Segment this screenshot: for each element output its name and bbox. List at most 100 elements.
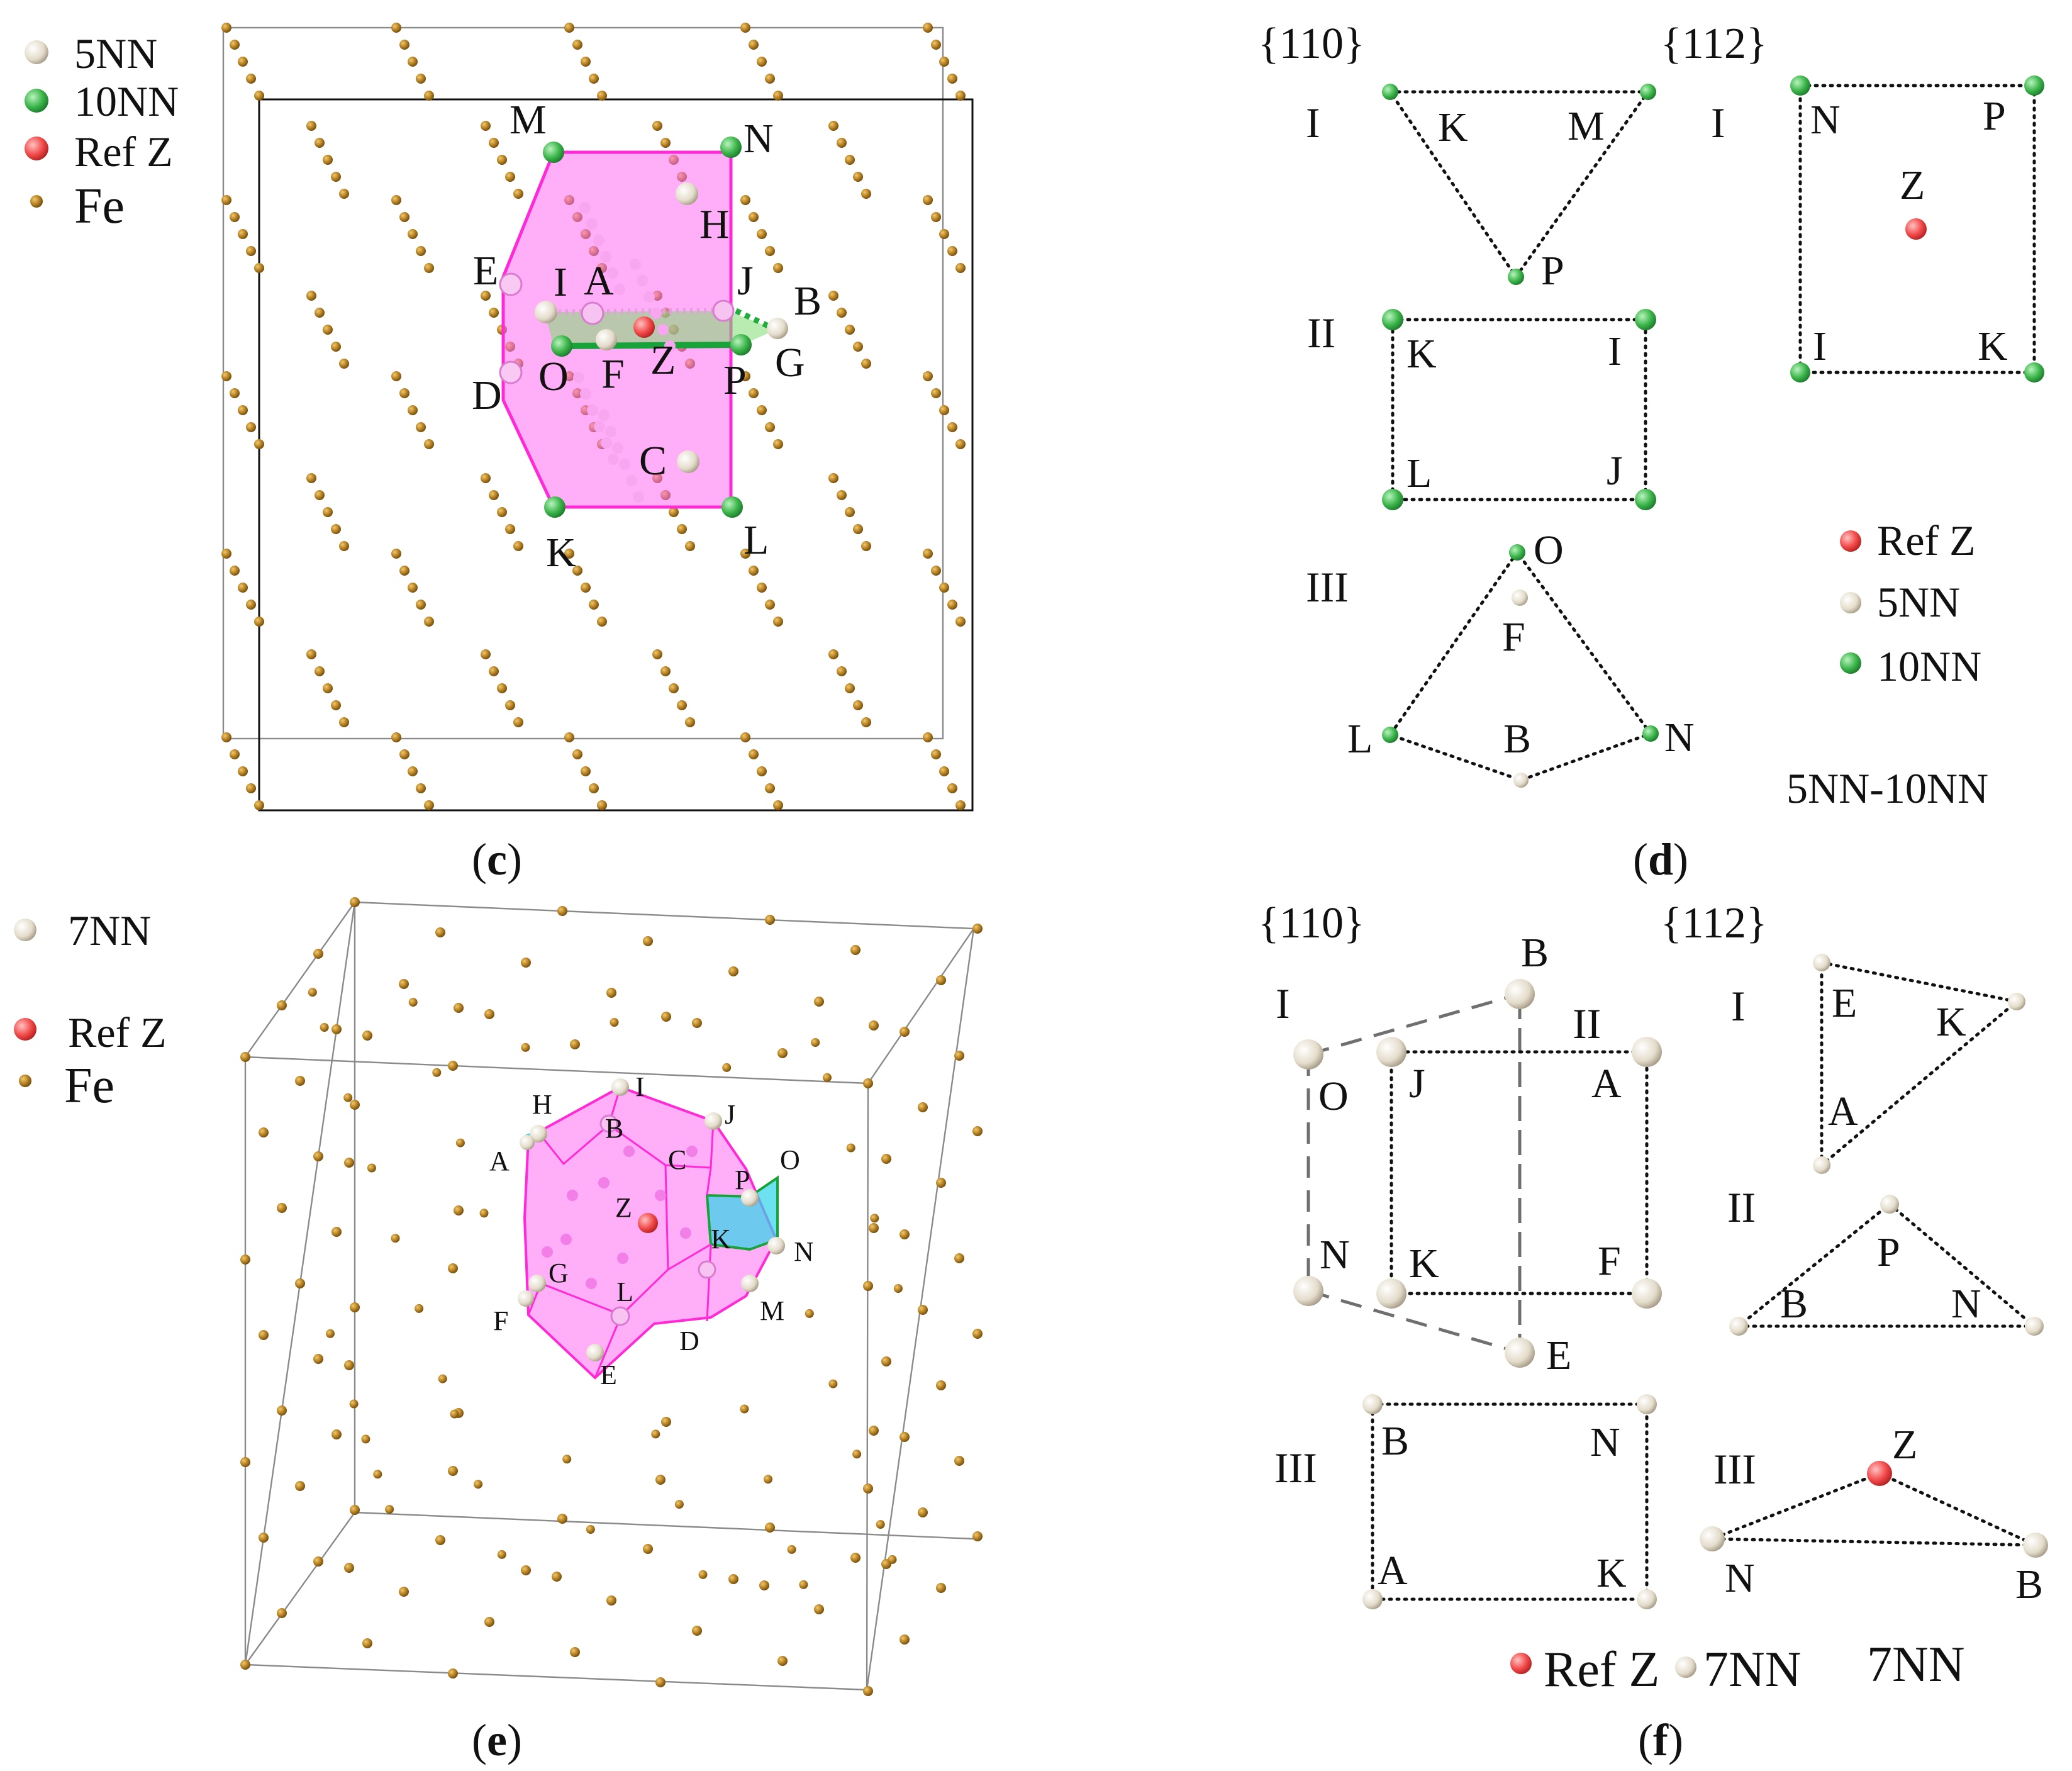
fe-atom <box>765 74 775 84</box>
fe-atom <box>513 189 523 199</box>
caption-e: (e) <box>472 1715 522 1765</box>
fe-atom <box>610 1018 619 1027</box>
fe-atom <box>259 1127 269 1137</box>
cell-e-edge-back-left <box>245 1512 355 1665</box>
fe-atom <box>221 371 231 381</box>
label-d3-f: F <box>1502 614 1525 660</box>
fe-atom <box>295 1481 305 1491</box>
fe-atom <box>740 371 750 381</box>
label-e-h: H <box>532 1089 552 1120</box>
fe-atom <box>923 195 933 205</box>
fe-atom <box>757 229 767 239</box>
inner-atom <box>598 410 610 421</box>
fe-atom <box>773 263 783 273</box>
fe-atom <box>918 1507 928 1517</box>
fe-atom <box>572 749 582 759</box>
fe-atom <box>313 949 323 959</box>
atom-d4-z <box>1905 218 1927 240</box>
fe-atom <box>923 371 933 381</box>
fe-atom <box>564 23 574 33</box>
fe-atom <box>238 583 248 593</box>
fe-atom <box>313 1151 323 1161</box>
fe-atom <box>489 308 499 318</box>
fe-atom <box>399 40 409 50</box>
atom-f3-k <box>1637 1589 1657 1609</box>
fe-atom <box>238 57 248 67</box>
fe-atom <box>863 1483 873 1494</box>
atom-e-g <box>528 1275 546 1292</box>
special-atoms-c <box>499 137 788 518</box>
label-f3-k: K <box>1596 1550 1627 1596</box>
fe-atom <box>931 388 941 398</box>
fe-atom <box>343 1093 353 1102</box>
fe-atom <box>240 1052 250 1062</box>
fe-atom <box>564 732 574 742</box>
fe-atom <box>954 1456 964 1466</box>
label-f5-p: P <box>1877 1229 1900 1275</box>
fe-atom <box>308 988 317 997</box>
fe-atom <box>660 138 671 148</box>
fe-atom <box>350 897 360 907</box>
label-j: J <box>737 258 754 304</box>
fe-atom <box>331 172 341 182</box>
fe-atom <box>306 121 316 131</box>
fe-atom <box>450 1409 459 1419</box>
label-e: E <box>473 248 498 294</box>
label-e-d: D <box>679 1326 699 1356</box>
fe-atom <box>837 490 847 500</box>
fe-atom <box>238 229 248 239</box>
fe-atom <box>652 121 662 131</box>
panel-c: M N H E I A J B O F Z P G D C K L 5NN 10… <box>25 23 974 885</box>
panel-d: {110} {112} I II III I K M P K I L J O F… <box>1258 20 2044 885</box>
label-f1-n: N <box>1320 1232 1350 1278</box>
fe-atom <box>947 783 957 793</box>
fe-atom <box>765 422 775 432</box>
atom-e-j <box>705 1112 722 1130</box>
plane-110-f: {110} <box>1258 899 1365 947</box>
fe-atom <box>399 1587 409 1597</box>
fe-atom <box>254 800 264 810</box>
fe-atom <box>722 1063 732 1072</box>
atom-e <box>499 272 523 296</box>
fe-atom <box>562 1455 572 1464</box>
fe-atom <box>306 473 316 483</box>
atom-d3-f <box>1512 589 1528 606</box>
legend-c: 5NN 10NN Ref Z Fe <box>25 30 179 234</box>
atom-c <box>677 450 699 473</box>
fe-atom <box>254 617 264 627</box>
atom-f1-o <box>1293 1039 1323 1070</box>
fe-atom <box>277 1000 287 1010</box>
atom-d1-k <box>1382 84 1398 100</box>
fe-atom <box>740 23 750 33</box>
roman-f-ii-112: II <box>1727 1183 1756 1231</box>
cell-e-edge-back-bottom <box>354 1511 974 1540</box>
fe-atom <box>557 906 567 916</box>
fe-atom <box>661 1417 671 1427</box>
fe-atom <box>448 1061 458 1071</box>
atom-d3-o <box>1509 544 1525 561</box>
fe-atom <box>581 766 591 776</box>
fe-atom <box>230 212 240 222</box>
atom-e-d <box>698 1260 716 1279</box>
label-f1-j: J <box>1409 1061 1425 1107</box>
cell-front-face <box>258 98 974 812</box>
fe-atom <box>313 1556 323 1567</box>
atom-e-refz <box>638 1213 658 1233</box>
fe-atom <box>399 388 409 398</box>
fe-atom <box>740 1404 749 1414</box>
fe-atom <box>845 683 855 693</box>
fe-atom <box>435 1535 445 1545</box>
atom-f4-e <box>1813 954 1830 971</box>
fe-atom <box>759 1580 769 1590</box>
fe-atom <box>918 1102 928 1112</box>
fe-atom <box>521 1565 531 1575</box>
legend-d-refz-label: Ref Z <box>1877 517 1976 564</box>
fe-atom <box>339 189 349 199</box>
fe-atom <box>424 263 434 273</box>
legend-d-refz-swatch <box>1840 530 1861 552</box>
fe-atom <box>240 1457 250 1467</box>
fe-atom <box>557 1514 567 1524</box>
label-f1-b: B <box>1521 930 1549 976</box>
fe-atom <box>315 138 325 148</box>
fe-atom <box>655 1677 666 1687</box>
